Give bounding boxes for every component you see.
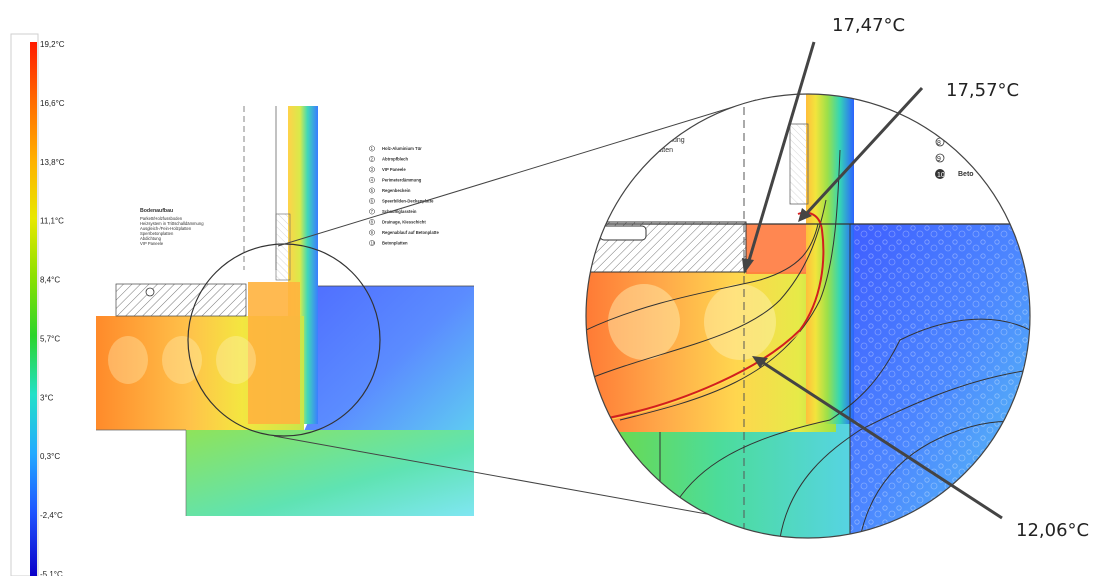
legend-item-text: Regenablauf auf Betonplatte — [382, 230, 439, 235]
color-scale-label: 8,4°C — [40, 276, 60, 285]
legend-number-marker — [369, 177, 375, 183]
legend-item-text: Regenbeckein — [382, 188, 411, 193]
color-scale-label: 11,1°C — [40, 217, 64, 226]
callout-temp-12-06: 12,06°C — [1016, 520, 1089, 541]
legend-number: 1 — [371, 146, 374, 151]
color-scale-gradient — [30, 42, 37, 576]
legend-number-marker — [369, 156, 375, 162]
overview-numbered-legend: 1 Holz-Aluminium Tür 2 Abtropfblech 3 VIP Pan… — [369, 145, 439, 246]
zoom-detail: ldämmung platten Beto 8 9 10 — [586, 94, 1030, 538]
floor-buildup — [115, 283, 247, 317]
legend-number-marker — [369, 219, 375, 225]
floor-layer: Abdichtung — [140, 236, 162, 241]
legend-number-marker — [369, 166, 375, 173]
legend-number: 4 — [371, 178, 374, 183]
zoom-marker-label: 8 — [937, 140, 941, 147]
legend-item-text: Abtropfblech — [382, 157, 408, 162]
color-scale: 19,2°C 16,6°C 13,8°C 11,1°C 8,4°C 5,7°C 3°C 0,3… — [10, 33, 65, 576]
legend-number: 3 — [371, 167, 374, 172]
legend-number-marker — [369, 187, 375, 194]
floor-layer: Ausgleich-/Fein-Holzplatten — [140, 226, 192, 231]
zoom-marker-label: 9 — [937, 156, 941, 163]
legend-number-marker — [369, 208, 375, 215]
legend-item-text: Schaumglasstein — [382, 209, 417, 214]
legend-number: 6 — [371, 199, 374, 204]
zoom-slab — [586, 272, 836, 432]
floor-layer: Heizsystem in Trittschalldämmung — [140, 221, 204, 226]
zoom-fragment-text: platten — [652, 147, 673, 154]
callout-arrows — [742, 41, 1003, 520]
zoom-connector-lines — [273, 99, 757, 521]
color-scale-label: 13,8°C — [40, 158, 65, 167]
color-scale-label: 5,7°C — [40, 334, 60, 343]
floor-layer: Parkett/Holzfussboden — [140, 216, 183, 221]
legend-item-text: Betonplatten — [382, 241, 408, 246]
floor-legend-title: Bodenaufbau — [140, 208, 173, 214]
color-scale-label: -2,4°C — [40, 511, 63, 520]
zoom-markers: 8 9 10 — [935, 137, 945, 179]
legend-number-marker — [369, 229, 375, 236]
slab-voids — [108, 336, 256, 384]
outside-region — [300, 286, 474, 450]
color-scale-labels: 19,2°C 16,6°C 13,8°C 11,1°C 8,4°C 5,7°C 3°C 0,3… — [40, 40, 65, 576]
legend-number: 9 — [371, 230, 374, 235]
pipe-section — [145, 287, 155, 297]
legend-number: 2 — [371, 157, 374, 162]
zoom-marker-label: 10 — [937, 172, 945, 179]
overview-floor-legend: Bodenaufbau Parkett/Holzfussboden Heizsy… — [140, 208, 204, 246]
legend-item-text: Perimeterdämmung — [382, 178, 422, 183]
zoom-circle-outline — [585, 93, 1031, 539]
legend-number-marker — [369, 240, 375, 246]
color-scale-label: 16,6°C — [40, 99, 65, 108]
legend-item-text: Drainage, Kiesschicht — [382, 220, 426, 225]
floor-layer: Sperrbetonplatten — [140, 231, 174, 236]
legend-number: 7 — [371, 209, 374, 214]
zoom-fragment-text: Beto — [958, 171, 974, 178]
color-scale-label: 0,3°C — [40, 452, 60, 461]
zoom-wall — [806, 94, 854, 424]
legend-number-marker — [369, 198, 375, 204]
color-scale-label: 19,2°C — [40, 40, 65, 49]
legend-number: 8 — [371, 220, 374, 225]
overview-detail: Bodenaufbau Parkett/Holzfussboden Heizsy… — [96, 106, 474, 516]
critical-isotherm — [607, 211, 825, 419]
legend-item-text: Holz-Aluminium Tür — [382, 146, 422, 151]
color-scale-label: 3°C — [40, 393, 54, 402]
ground-region — [186, 430, 474, 516]
callout-temp-17-47: 17,47°C — [832, 15, 905, 36]
legend-item-text: VIP Paneele — [382, 167, 406, 172]
legend-item-text: Speerbilden-Deckenplatte — [382, 199, 434, 204]
legend-number: 5 — [371, 188, 374, 193]
color-scale-label: -5,1°C — [40, 570, 63, 576]
legend-number-marker — [369, 145, 375, 152]
slab-right-part — [248, 282, 300, 424]
legend-number: 10 — [371, 241, 376, 246]
callout-temp-17-57: 17,57°C — [946, 80, 1019, 101]
floor-layer: VIP Paneele — [140, 241, 164, 246]
